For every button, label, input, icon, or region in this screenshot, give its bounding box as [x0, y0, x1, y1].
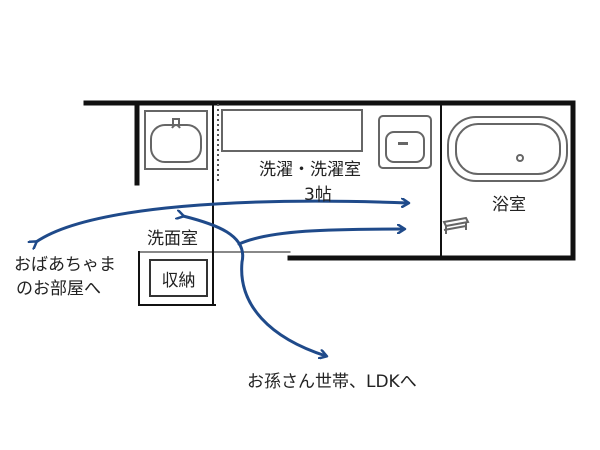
movement-arrows — [36, 201, 408, 356]
arrow-icon — [36, 201, 408, 242]
grandchild-ldk-label: お孫さん世帯、LDKへ — [247, 372, 417, 392]
bath-label: 浴室 — [492, 195, 526, 215]
arrow-icon — [183, 216, 326, 356]
storage-box: 収納 — [149, 259, 208, 297]
stool-icon — [442, 216, 470, 234]
storage-label: 収納 — [161, 270, 196, 291]
laundry-room-size: 3帖 — [304, 185, 332, 205]
arrow-icon — [237, 229, 404, 246]
sink-icon — [144, 110, 208, 170]
walls — [83, 100, 576, 306]
grandma-room-line2: のお部屋へ — [16, 279, 101, 299]
bathtub-icon — [447, 116, 568, 182]
grandma-room-line1: おばあちゃま — [14, 255, 116, 275]
washroom-label: 洗面室 — [147, 229, 198, 249]
washing-machine-icon — [378, 115, 432, 169]
laundry-counter — [221, 109, 363, 152]
laundry-room-title: 洗濯・洗濯室 — [259, 160, 361, 180]
